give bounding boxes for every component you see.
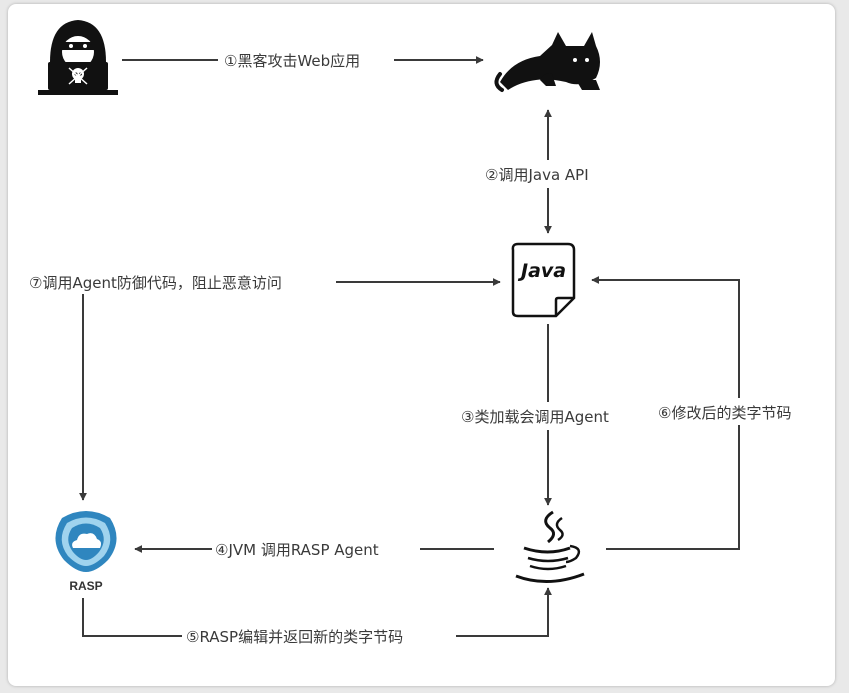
edge-label-step-6: ⑥修改后的类字节码 bbox=[658, 404, 791, 422]
hacker-skull-laptop-icon bbox=[38, 20, 118, 95]
diagram-card bbox=[8, 4, 835, 686]
rasp-label: RASP bbox=[69, 579, 102, 593]
java-coffee-cup-icon bbox=[515, 510, 585, 584]
edge-step-6: ⑥修改后的类字节码 bbox=[591, 276, 791, 550]
edge-label-step-1: ①黑客攻击Web应用 bbox=[224, 52, 360, 70]
edge-step-1: ①黑客攻击Web应用 bbox=[122, 52, 484, 70]
rasp-shield-cloud-icon: RASP bbox=[55, 511, 117, 593]
edge-label-step-4: ④JVM 调用RASP Agent bbox=[215, 541, 379, 559]
edge-label-step-2: ②调用Java API bbox=[485, 166, 589, 184]
java-file-label: Java bbox=[517, 260, 566, 282]
java-file-icon: Java bbox=[511, 242, 576, 318]
edge-label-step-5: ⑤RASP编辑并返回新的类字节码 bbox=[186, 628, 403, 646]
edge-step-4: ④JVM 调用RASP Agent bbox=[134, 541, 494, 559]
edge-label-step-3: ③类加载会调用Agent bbox=[461, 408, 609, 426]
edge-step-7: ⑦调用Agent防御代码，阻止恶意访问 bbox=[29, 274, 501, 501]
tomcat-cat-icon bbox=[494, 32, 600, 92]
edge-label-step-7: ⑦调用Agent防御代码，阻止恶意访问 bbox=[29, 274, 282, 292]
edge-step-5: ⑤RASP编辑并返回新的类字节码 bbox=[82, 587, 552, 646]
edge-step-2: ②调用Java API bbox=[485, 109, 589, 234]
edge-step-3: ③类加载会调用Agent bbox=[461, 324, 609, 506]
